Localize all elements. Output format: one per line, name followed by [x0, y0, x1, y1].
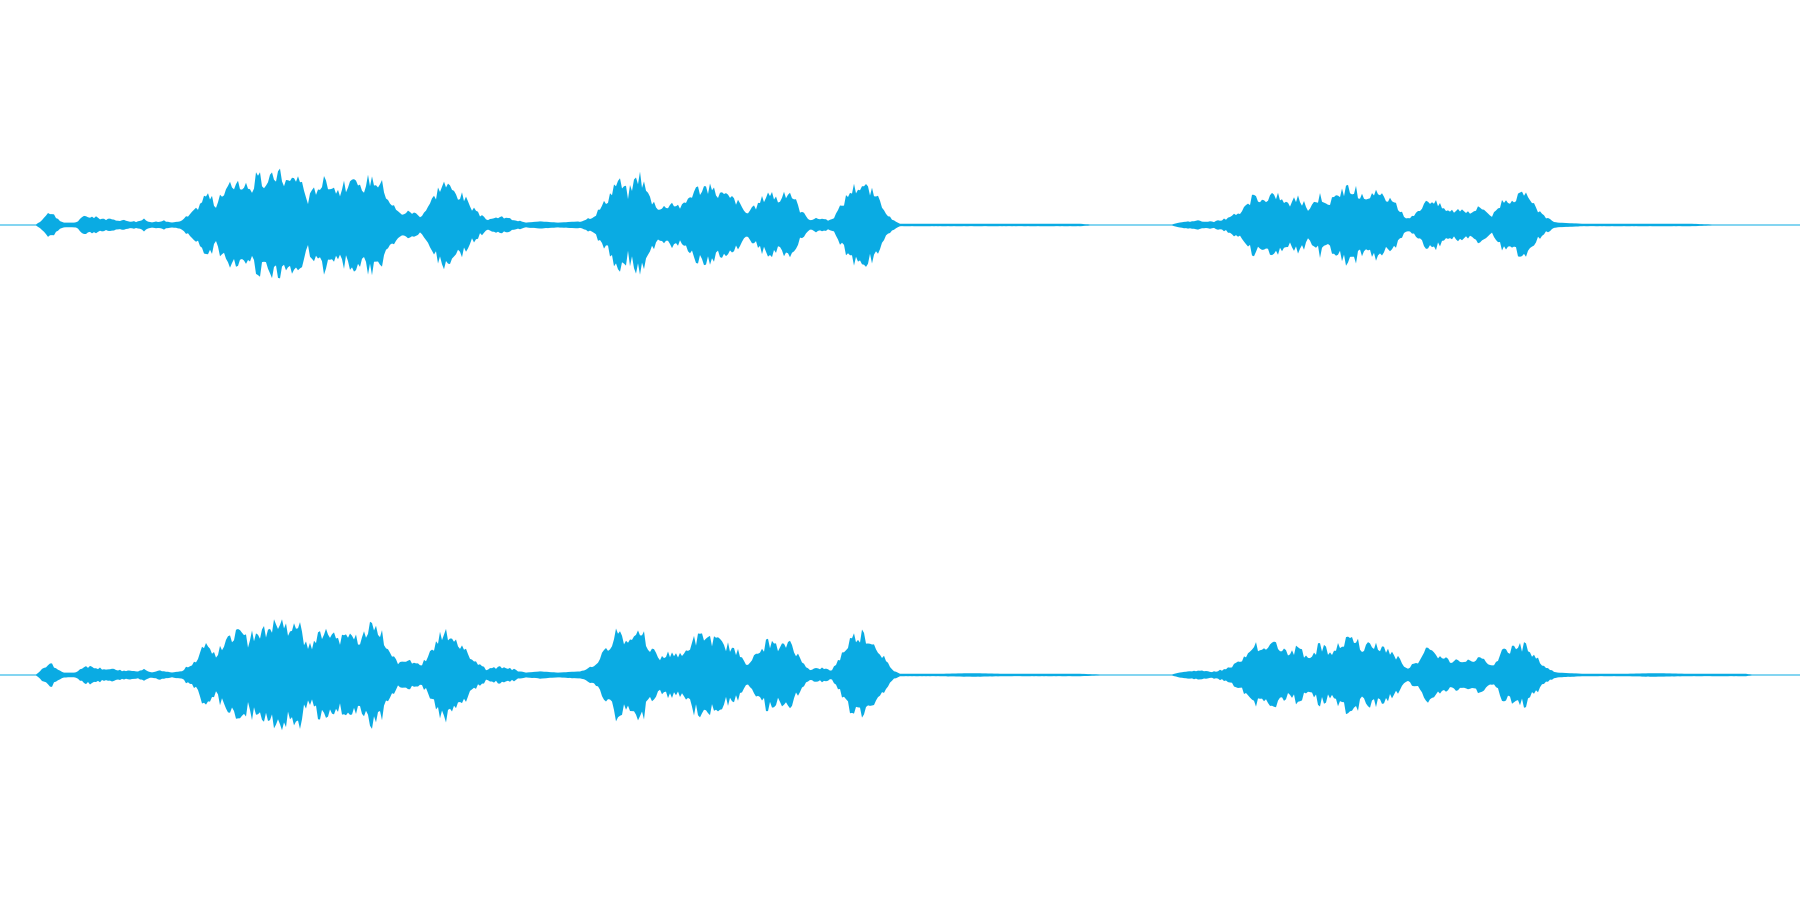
waveform-right-svg — [0, 619, 1800, 731]
waveform-left-svg — [0, 168, 1800, 279]
waveform-channel-left — [0, 168, 1800, 279]
waveform-right — [0, 619, 1800, 731]
waveform-channel-right — [0, 450, 1800, 900]
waveform-left — [0, 168, 1800, 279]
